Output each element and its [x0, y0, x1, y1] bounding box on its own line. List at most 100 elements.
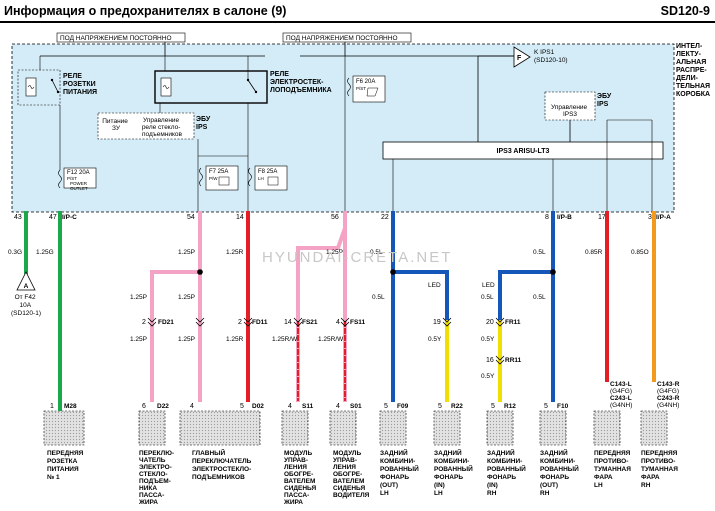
- svg-text:17: 17: [598, 214, 606, 221]
- svg-text:20: 20: [486, 319, 494, 326]
- svg-text:P/ST: P/ST: [67, 176, 77, 181]
- svg-text:14: 14: [236, 214, 244, 221]
- svg-text:(G4NH): (G4NH): [657, 402, 679, 409]
- svg-text:1.25P: 1.25P: [130, 294, 147, 301]
- svg-text:(G4FG): (G4FG): [610, 388, 632, 395]
- diagram-code: SD120-9: [661, 4, 710, 18]
- header-rule: [0, 21, 715, 23]
- power-outlet-relay: [17, 69, 61, 106]
- svg-text:5: 5: [438, 403, 442, 410]
- svg-text:3: 3: [648, 214, 652, 221]
- wire-labels: 0.3G 1.25G 1.25P 1.25R 1.25P 0.5L 0.5L 0…: [8, 249, 649, 380]
- svg-text:1.25P: 1.25P: [178, 336, 195, 343]
- const-power-tag-right: [282, 32, 412, 43]
- page-title: Информация о предохранителях в салоне (9…: [4, 4, 286, 18]
- splices: [197, 269, 556, 275]
- ips3-module: [382, 141, 664, 160]
- svg-text:5: 5: [240, 403, 244, 410]
- fuse-f12: F12 20A P/ST POWER OUTLET: [58, 167, 97, 191]
- svg-text:4: 4: [336, 319, 340, 326]
- svg-text:C143-R: C143-R: [657, 381, 680, 388]
- svg-text:1.25R/W: 1.25R/W: [272, 336, 298, 343]
- device-connector-labels: 1 M28 6 D22 4 5 D02 4 S11 4 S01 5 F09 5 …: [50, 381, 680, 410]
- svg-text:S11: S11: [302, 403, 314, 410]
- svg-text:FR11: FR11: [505, 319, 521, 326]
- k-ips1-f-marker: F: [517, 55, 522, 62]
- svg-text:LH: LH: [258, 176, 264, 181]
- svg-text:0.85R: 0.85R: [585, 249, 603, 256]
- passenger-seat-heater-module: [281, 410, 309, 446]
- svg-text:0.5L: 0.5L: [370, 249, 383, 256]
- fuse-symbol-icon-2: [199, 167, 203, 187]
- svg-text:0.5Y: 0.5Y: [428, 336, 442, 343]
- front-fog-lamp-rh: [640, 410, 668, 446]
- rear-combi-lamp-out-lh: [379, 410, 407, 446]
- svg-text:FS21: FS21: [302, 319, 318, 326]
- svg-text:47: 47: [49, 214, 57, 221]
- svg-text:0.5Y: 0.5Y: [481, 336, 495, 343]
- watermark: HYUNDAI-CRETA.NET: [262, 249, 452, 266]
- ecu-ips-right-label: ЭБУ IPS: [597, 93, 613, 108]
- fuse-symbol-icon-4: [347, 77, 351, 97]
- wire-pink-seat-pass: [296, 211, 347, 402]
- svg-text:(G4FG): (G4FG): [657, 388, 679, 395]
- fuse-f6: F6 20A P/ST: [347, 75, 386, 103]
- svg-text:F12 20A: F12 20A: [67, 170, 90, 176]
- svg-text:F10: F10: [557, 403, 569, 410]
- passenger-window-switch: [138, 410, 166, 446]
- svg-text:2: 2: [238, 319, 242, 326]
- svg-text:LED: LED: [428, 282, 441, 289]
- front-fog-lamp-lh: [593, 410, 621, 446]
- svg-text:1.25R: 1.25R: [226, 336, 244, 343]
- main-window-switch: [179, 410, 261, 446]
- svg-text:5: 5: [384, 403, 388, 410]
- svg-text:4: 4: [336, 403, 340, 410]
- svg-text:0.3G: 0.3G: [8, 249, 22, 256]
- svg-text:D22: D22: [157, 403, 169, 410]
- wire-0-5l-led-right: [498, 270, 555, 322]
- svg-text:P/ST: P/ST: [356, 86, 366, 91]
- svg-text:P/W: P/W: [209, 176, 218, 181]
- svg-text:От F42 10A (SD120-: От F42 10A (SD120-1): [11, 294, 41, 317]
- window-control-label: Управление реле стекло- подъемников: [142, 117, 183, 138]
- svg-text:2: 2: [142, 319, 146, 326]
- k-ips1-marker-icon: [513, 46, 531, 68]
- svg-text:16: 16: [486, 357, 494, 364]
- svg-text:A: A: [24, 283, 29, 290]
- svg-text:I/P-C: I/P-C: [62, 214, 77, 221]
- svg-text:POWER: POWER: [70, 181, 88, 186]
- svg-text:R22: R22: [451, 403, 463, 410]
- svg-text:54: 54: [187, 214, 195, 221]
- window-icon: [218, 176, 230, 186]
- k-ips1-ref: (SD120-10): [534, 57, 568, 64]
- svg-text:1.25R: 1.25R: [226, 249, 244, 256]
- svg-text:I/P-B: I/P-B: [557, 214, 572, 221]
- ips3-control-label: Управление IPS3: [551, 104, 589, 118]
- svg-text:8: 8: [545, 214, 549, 221]
- rear-combi-lamp-in-lh: [433, 410, 461, 446]
- svg-text:F7 25A: F7 25A: [209, 169, 228, 175]
- power-outlet-relay-label: РЕЛЕ РОЗЕТКИ ПИТАНИЯ: [63, 73, 98, 96]
- relay-switch-icon: [51, 79, 59, 93]
- ips3-module-label: IPS3 ARISU-LT3: [497, 148, 550, 155]
- junction-box: ИНТЕЛ- ЛЕКТУ- АЛЬНАЯ РАСПРЕ- ДЕЛИ- ТЕЛЬН…: [11, 32, 710, 213]
- svg-text:0.85O: 0.85O: [631, 249, 649, 256]
- svg-text:1.25P: 1.25P: [178, 294, 195, 301]
- svg-text:F09: F09: [397, 403, 409, 410]
- reference-triangle-icon: [16, 271, 36, 291]
- svg-text:FS11: FS11: [350, 319, 366, 326]
- svg-text:1.25P: 1.25P: [130, 336, 147, 343]
- svg-text:0.5L: 0.5L: [481, 294, 494, 301]
- window-lift-relay-label: РЕЛЕ ЭЛЕКТРОСТЕК- ЛОПОДЪЕМНИКА: [270, 71, 332, 94]
- inline-connector-labels: 2 FD21 2 FD11 14 FS21 4 FS11 19 20 FR11 …: [142, 319, 522, 364]
- svg-text:S01: S01: [350, 403, 362, 410]
- k-ips1-label: K IPS1: [534, 49, 555, 56]
- fuse-f7: F7 25A P/W: [199, 165, 239, 191]
